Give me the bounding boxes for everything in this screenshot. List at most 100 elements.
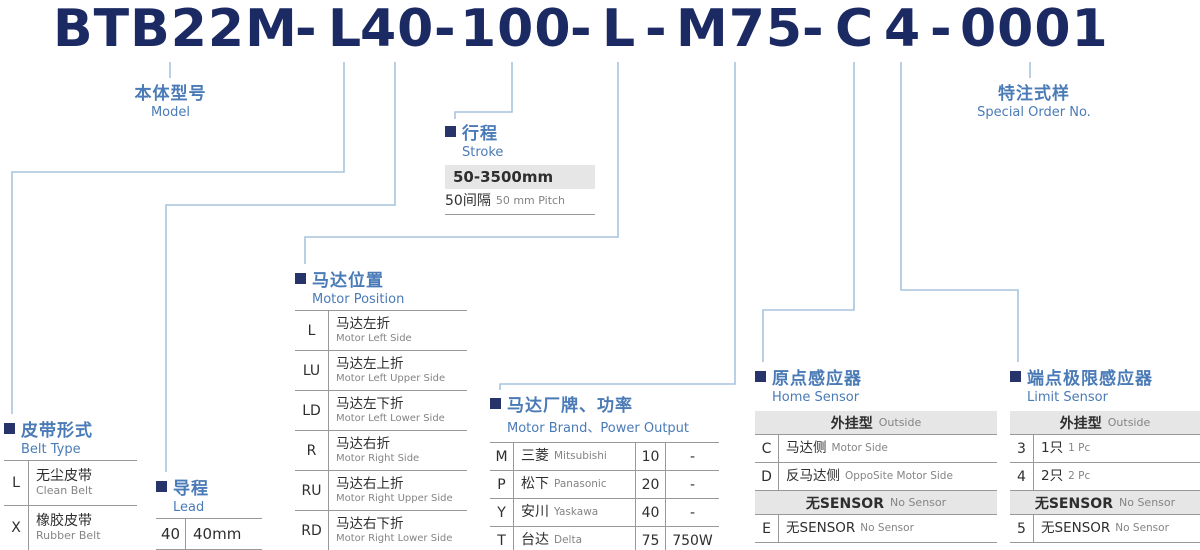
stroke-range: 50-3500mm (445, 165, 595, 189)
code-cell: Y (490, 499, 514, 526)
stroke-pitch-zh: 50间隔 (445, 193, 491, 210)
table-row: RU 马达右上折 Motor Right Upper Side (295, 471, 467, 511)
section-motor-brand-title-zh: 马达厂牌、功率 (507, 396, 633, 416)
description-en: 1 Pc (1068, 442, 1091, 455)
description-en: Motor Right Lower Side (336, 532, 453, 544)
description-zh: 马达左下折 (336, 395, 404, 412)
description-zh: 马达右上折 (336, 475, 404, 492)
stroke-pitch-en: 50 mm Pitch (495, 194, 566, 208)
brand-zh: 台达 (521, 532, 549, 549)
code-cell: M (490, 443, 514, 470)
connector-line-belt-type (11, 62, 345, 414)
section-limit-sensor-title-en: Limit Sensor (1027, 390, 1108, 405)
group-header-en: Outside (1107, 416, 1151, 429)
section-home-sensor-title-zh: 原点感应器 (772, 369, 862, 389)
motor-brand-table: M 三菱 Mitsubishi 10 - P 松下 Panasonic 20 -… (490, 442, 719, 550)
group-header-zh: 无SENSOR (1034, 495, 1113, 512)
table-row: 40 40mm (156, 519, 262, 550)
code-cell: RU (295, 471, 329, 510)
bullet-icon (490, 398, 501, 409)
section-home-sensor-title-en: Home Sensor (772, 390, 860, 405)
section-motor-position-title: 马达位置 (295, 266, 467, 291)
brand-zh: 松下 (521, 476, 549, 493)
section-belt-type-title: 皮带形式 (4, 416, 137, 441)
bullet-icon (445, 126, 456, 137)
stroke-pitch: 50间隔 50 mm Pitch (445, 189, 595, 215)
table-row: P 松下 Panasonic 20 - (490, 471, 719, 499)
description-cell: 马达右折 Motor Right Side (329, 431, 467, 470)
brand-zh: 三菱 (521, 448, 549, 465)
model-code-segment: 40 (360, 0, 435, 59)
section-lead-title: 导程 (156, 474, 262, 499)
table-group-header: 外挂型 Outside (1010, 411, 1200, 435)
description-zh: 马达左上折 (336, 355, 404, 372)
home-sensor-table: 外挂型 Outside C 马达侧 Motor Side D 反马达侧 Oppo… (755, 411, 997, 543)
group-header-zh: 无SENSOR (805, 495, 884, 512)
code-cell: P (490, 471, 514, 498)
table-row: L 马达左折 Motor Left Side (295, 311, 467, 351)
brand-cell: 三菱 Mitsubishi (514, 443, 635, 470)
section-belt-type-title-zh: 皮带形式 (21, 421, 93, 441)
section-limit-sensor-title-zh: 端点极限感应器 (1027, 369, 1153, 389)
power-value-cell: - (665, 443, 719, 470)
description-cell: 马达左折 Motor Left Side (329, 311, 467, 350)
group-header-zh: 外挂型 (1059, 415, 1102, 432)
description-en: Motor Left Lower Side (336, 412, 445, 424)
model-code-separator: - (570, 0, 593, 59)
connector-line-limit-sensor (900, 62, 1019, 362)
description-en: 2 Pc (1068, 470, 1091, 483)
section-motor-position: 马达位置 Motor Position L 马达左折 Motor Left Si… (295, 266, 467, 550)
bullet-icon (1010, 371, 1021, 382)
connector-line-motor-position (304, 62, 619, 264)
power-code-cell: 10 (635, 443, 665, 470)
brand-cell: 安川 Yaskawa (514, 499, 635, 526)
description-cell: 马达侧 Motor Side (779, 435, 997, 462)
callout-special-order: 特注式样 Special Order No. (950, 79, 1118, 120)
code-cell: R (295, 431, 329, 470)
description-zh: 无尘皮带 (36, 468, 92, 485)
table-row: M 三菱 Mitsubishi 10 - (490, 443, 719, 471)
section-home-sensor-title: 原点感应器 (755, 364, 997, 389)
code-cell: LD (295, 391, 329, 430)
section-limit-sensor-title: 端点极限感应器 (1010, 364, 1200, 389)
section-lead-title-en: Lead (173, 500, 205, 515)
description-cell: 马达右下折 Motor Right Lower Side (329, 511, 467, 550)
description-en: Motor Side (831, 442, 888, 455)
section-lead-title-zh: 导程 (173, 479, 209, 499)
power-code-cell: 20 (635, 471, 665, 498)
description-zh: 橡胶皮带 (36, 513, 92, 530)
group-header-zh: 外挂型 (830, 415, 873, 432)
description-en: Motor Left Side (336, 332, 412, 344)
value-cell: 40mm (193, 525, 242, 543)
brand-cell: 台达 Delta (514, 527, 635, 550)
model-code-separator: - (802, 0, 825, 59)
table-row: LD 马达左下折 Motor Left Lower Side (295, 391, 467, 431)
table-row: C 马达侧 Motor Side (755, 435, 997, 463)
bullet-icon (755, 371, 766, 382)
model-code-segment: M75 (676, 0, 804, 59)
code-cell: L (4, 461, 29, 505)
table-row: Y 安川 Yaskawa 40 - (490, 499, 719, 527)
table-row: LU 马达左上折 Motor Left Upper Side (295, 351, 467, 391)
lead-table: 40 40mm (156, 518, 262, 550)
model-code-segment: 4 (884, 0, 922, 59)
callout-model: 本体型号 Model (103, 79, 238, 120)
bullet-icon (4, 423, 15, 434)
description-cell: 2只 2 Pc (1034, 463, 1200, 490)
section-home-sensor: 原点感应器 Home Sensor 外挂型 Outside C 马达侧 Moto… (755, 364, 997, 543)
code-cell: 5 (1010, 515, 1034, 542)
brand-en: Panasonic (554, 478, 607, 491)
description-zh: 马达侧 (786, 439, 827, 456)
description-cell: 无SENSOR No Sensor (779, 515, 997, 542)
table-row: L 无尘皮带 Clean Belt (4, 461, 137, 506)
code-cell: T (490, 527, 514, 550)
bullet-icon (156, 481, 167, 492)
section-stroke-title-zh: 行程 (462, 124, 498, 144)
belt-type-table: L 无尘皮带 Clean Belt X 橡胶皮带 Rubber Belt (4, 460, 137, 550)
power-value-cell: 750W (665, 527, 719, 550)
group-header-en: No Sensor (889, 496, 947, 509)
callout-special-order-en: Special Order No. (977, 105, 1091, 120)
section-belt-type-title-en: Belt Type (21, 442, 81, 457)
description-zh: 反马达侧 (786, 467, 840, 484)
